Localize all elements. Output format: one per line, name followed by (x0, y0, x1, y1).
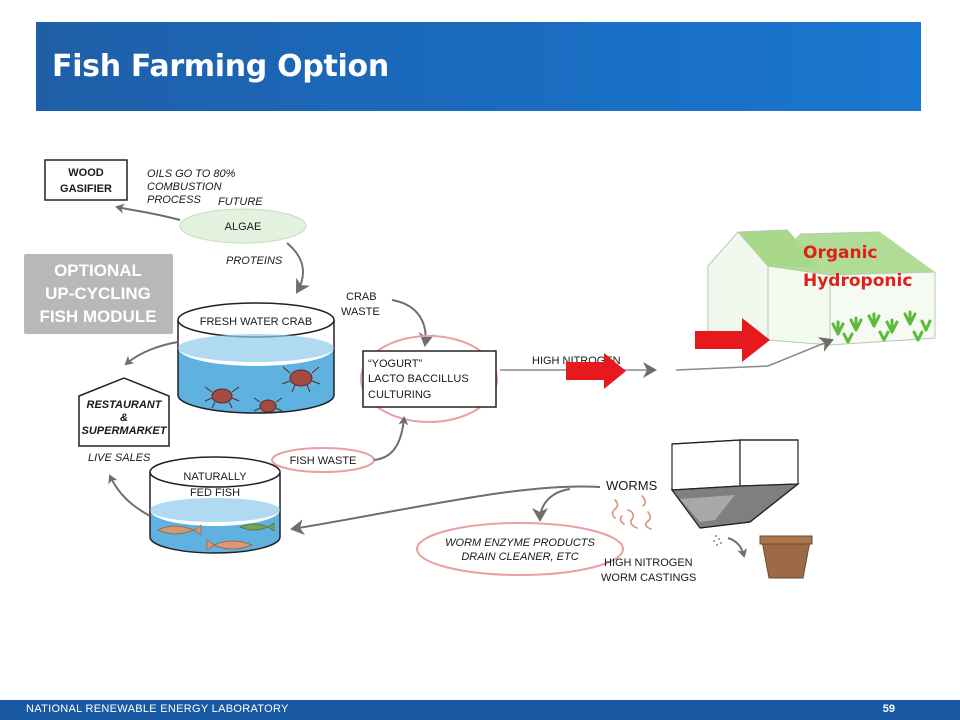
crab-icon (281, 366, 321, 393)
page-number: 59 (882, 703, 895, 715)
wood-gasifier-line-2: GASIFIER (60, 183, 112, 195)
wood-gasifier-line-1: WOOD (68, 167, 103, 179)
organic-label: Organic (803, 243, 877, 263)
fish-icon (157, 524, 202, 536)
castings-line-2: WORM CASTINGS (601, 572, 696, 584)
algae-node: ALGAE (179, 208, 307, 244)
restaurant-house: RESTAURANT & SUPERMARKET (78, 377, 170, 447)
title-bar: Fish Farming Option (36, 22, 921, 111)
yogurt-line-1: “YOGURT” (368, 358, 423, 370)
red-arrow-1 (566, 353, 626, 389)
castings-line-1: HIGH NITROGEN (604, 557, 693, 569)
optional-line-1: OPTIONAL (54, 261, 142, 280)
crab-waste-line-1: CRAB (346, 291, 377, 303)
flower-pot (759, 535, 813, 579)
worm-products-line-2: DRAIN CLEANER, ETC (461, 551, 578, 563)
fish-tank: NATURALLY FED FISH (149, 456, 281, 554)
optional-module-box: OPTIONAL UP-CYCLING FISH MODULE (24, 254, 173, 334)
crab-icon (204, 386, 240, 409)
footer-bar: NATIONAL RENEWABLE ENERGY LABORATORY 59 (0, 700, 960, 720)
worms-to-fish-arrow (290, 485, 601, 536)
crab-tank-label: FRESH WATER CRAB (200, 316, 312, 328)
optional-line-3: FISH MODULE (39, 307, 156, 326)
crab-icon (253, 397, 283, 413)
wood-gasifier-box: WOOD GASIFIER (44, 159, 128, 201)
oils-note-line-1: OILS GO TO 80% (147, 168, 236, 180)
fish-farming-diagram: WOOD GASIFIER OILS GO TO 80% COMBUSTION … (24, 159, 936, 584)
oils-note-line-2: COMBUSTION (147, 181, 222, 193)
fish-tank-line-1: NATURALLY (183, 471, 247, 483)
fish-waste-label: FISH WASTE (290, 455, 357, 467)
live-sales-label: LIVE SALES (88, 452, 151, 464)
compost-bin (670, 439, 800, 529)
castings-dots (713, 535, 722, 546)
crab-to-restaurant-arrow (124, 341, 179, 366)
page-title: Fish Farming Option (52, 49, 389, 84)
worms-icon (611, 495, 652, 530)
red-arrow-2 (695, 318, 770, 362)
worm-products-node: WORM ENZYME PRODUCTS DRAIN CLEANER, ETC (416, 522, 624, 576)
restaurant-line-1: RESTAURANT (87, 399, 163, 411)
castings-to-pot-arrow (727, 537, 748, 558)
fish-waste-arrow (373, 416, 409, 461)
hydroponic-label: Hydroponic (803, 271, 912, 291)
restaurant-line-3: SUPERMARKET (82, 425, 168, 437)
plants-icon (831, 310, 932, 344)
fish-waste-node: FISH WASTE (271, 447, 375, 473)
algae-to-crab-arrow (286, 242, 310, 294)
algae-to-gasifier-arrow (115, 203, 181, 221)
restaurant-line-2: & (120, 412, 128, 424)
yogurt-line-2: LACTO BACCILLUS (368, 373, 469, 385)
crab-waste-line-2: WASTE (341, 306, 380, 318)
proteins-label: PROTEINS (226, 255, 283, 267)
worm-products-line-1: WORM ENZYME PRODUCTS (445, 537, 595, 549)
worms-label: WORMS (606, 478, 658, 493)
crab-tank: FRESH WATER CRAB (177, 302, 335, 414)
fish-icon (239, 522, 275, 532)
fish-to-market-arrow (108, 474, 151, 517)
to-greenhouse-arrow (675, 337, 834, 371)
yogurt-line-3: CULTURING (368, 389, 431, 401)
algae-label: ALGAE (225, 221, 262, 233)
oils-note: OILS GO TO 80% COMBUSTION PROCESS FUTURE (147, 168, 263, 208)
yogurt-culturing-box: “YOGURT” LACTO BACCILLUS CULTURING (360, 335, 498, 423)
footer-organization: NATIONAL RENEWABLE ENERGY LABORATORY (26, 703, 289, 715)
fish-icon (206, 539, 253, 551)
future-label: FUTURE (218, 196, 263, 208)
fish-tank-line-2: FED FISH (190, 487, 240, 499)
worms-to-products-arrow (532, 488, 571, 522)
crab-waste-arrow (391, 299, 435, 347)
oils-note-line-3: PROCESS (147, 194, 201, 206)
optional-line-2: UP-CYCLING (45, 284, 151, 303)
